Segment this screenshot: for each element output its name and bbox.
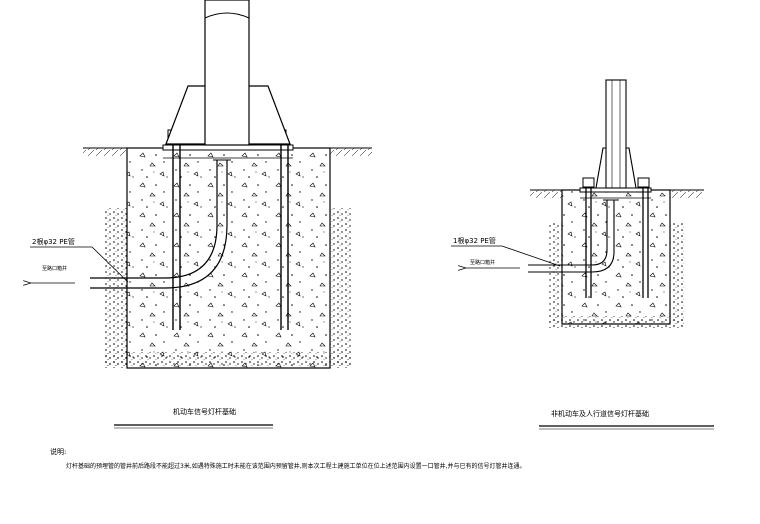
- left-foundation: 2根φ32 PE管 至路口箱井 机动车信号灯杆基础: [30, 0, 372, 429]
- left-title: 机动车信号灯杆基础: [173, 407, 236, 416]
- left-concrete-block: [126, 147, 331, 369]
- right-pipe-label: 1根φ32 PE管: [453, 236, 496, 245]
- right-pole: [605, 79, 627, 189]
- right-ground-hatch-right: [670, 190, 704, 198]
- notes-heading: 说明:: [50, 447, 66, 456]
- left-pipe-leader-diag: [91, 246, 129, 283]
- right-nut-left: [582, 177, 595, 188]
- left-ground-hatch-left: [83, 148, 127, 156]
- right-conduit-inner: [528, 200, 615, 273]
- notes-text: 灯杆基础的预埋管的管井前后路段不能超过3米,如遇特殊施工时未能在该范围内预留管井…: [66, 462, 526, 470]
- notes: 说明: 灯杆基础的预埋管的管井前后路段不能超过3米,如遇特殊施工时未能在该范围内…: [50, 447, 526, 470]
- right-conduit: [528, 200, 608, 266]
- left-arrow-label: 至路口箱井: [42, 265, 67, 272]
- left-ground-hatch-right: [330, 148, 372, 156]
- right-ground-hatch-left: [530, 190, 562, 198]
- left-pole: [204, 0, 250, 146]
- right-arrow-label: 至路口箱井: [470, 259, 495, 266]
- right-concrete-block: [561, 189, 671, 325]
- left-base-plate: [162, 144, 294, 151]
- right-nut-right: [637, 177, 650, 188]
- left-conduit: [90, 160, 218, 279]
- left-pipe-label: 2根φ32 PE管: [32, 237, 75, 246]
- left-conduit-inner: [90, 160, 228, 289]
- right-gravel-left: [549, 222, 562, 326]
- right-pipe-leader-diag: [501, 245, 561, 267]
- right-title: 非机动车及人行道信号灯杆基础: [551, 409, 649, 418]
- right-foundation: 1根φ32 PE管 至路口箱井 非机动车及人行道信号灯杆基础: [451, 79, 714, 430]
- right-gravel-right: [670, 222, 684, 326]
- left-gravel-right: [330, 208, 352, 368]
